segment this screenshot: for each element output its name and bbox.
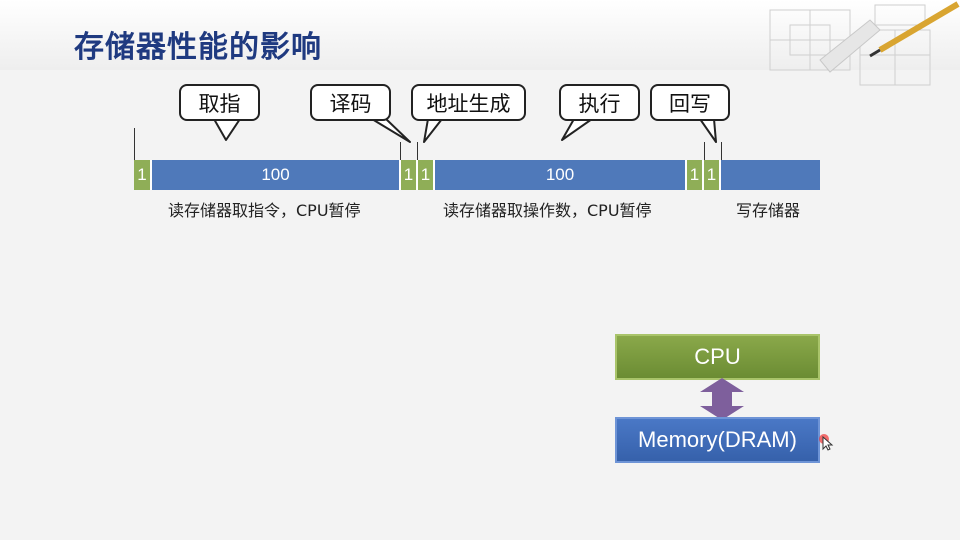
callout-address-generation: 地址生成 — [411, 84, 526, 121]
cpu-box: CPU — [615, 334, 820, 380]
caption-instruction-fetch: 读存储器取指令，CPU暂停 — [168, 201, 361, 220]
timeline-tick — [704, 142, 705, 160]
cursor-icon — [819, 434, 834, 451]
double-arrow-icon — [700, 378, 744, 420]
cpu-label: CPU — [694, 344, 741, 369]
caption-memory-write: 写存储器 — [736, 201, 801, 220]
timeline-tick — [400, 142, 401, 160]
callout-decode: 译码 — [310, 84, 391, 121]
cycle-timeline: 1 100 1 1 100 1 1 — [134, 160, 820, 190]
callout-writeback: 回写 — [650, 84, 730, 121]
callout-fetch-label: 取指 — [198, 91, 241, 116]
callout-execute: 执行 — [559, 84, 640, 121]
timeline-tick — [417, 142, 418, 160]
timeline-segment-3: 1 — [401, 160, 418, 190]
timeline-segment-1: 1 — [134, 160, 152, 190]
callout-writeback-label: 回写 — [669, 91, 711, 116]
callout-execute-label: 执行 — [578, 91, 621, 116]
timeline-segment-7: 1 — [704, 160, 721, 190]
drafting-pencil-decoration — [769, 1, 960, 86]
callout-address-generation-label: 地址生成 — [426, 91, 511, 116]
memory-box: Memory(DRAM) — [615, 417, 820, 463]
timeline-segment-6: 1 — [687, 160, 704, 190]
callout-decode-label: 译码 — [329, 91, 372, 116]
timeline-tick — [721, 142, 722, 160]
slide-header — [0, 0, 960, 70]
slide-title: 存储器性能的影响 — [74, 30, 322, 65]
timeline-segment-5: 100 — [435, 160, 687, 190]
timeline-segment-8 — [721, 160, 820, 190]
timeline-start-tick — [134, 128, 135, 160]
timeline-segment-4: 1 — [418, 160, 435, 190]
timeline-segment-2: 100 — [152, 160, 401, 190]
caption-operand-fetch: 读存储器取操作数，CPU暂停 — [443, 201, 652, 220]
callout-fetch: 取指 — [179, 84, 260, 121]
memory-label: Memory(DRAM) — [638, 427, 797, 452]
